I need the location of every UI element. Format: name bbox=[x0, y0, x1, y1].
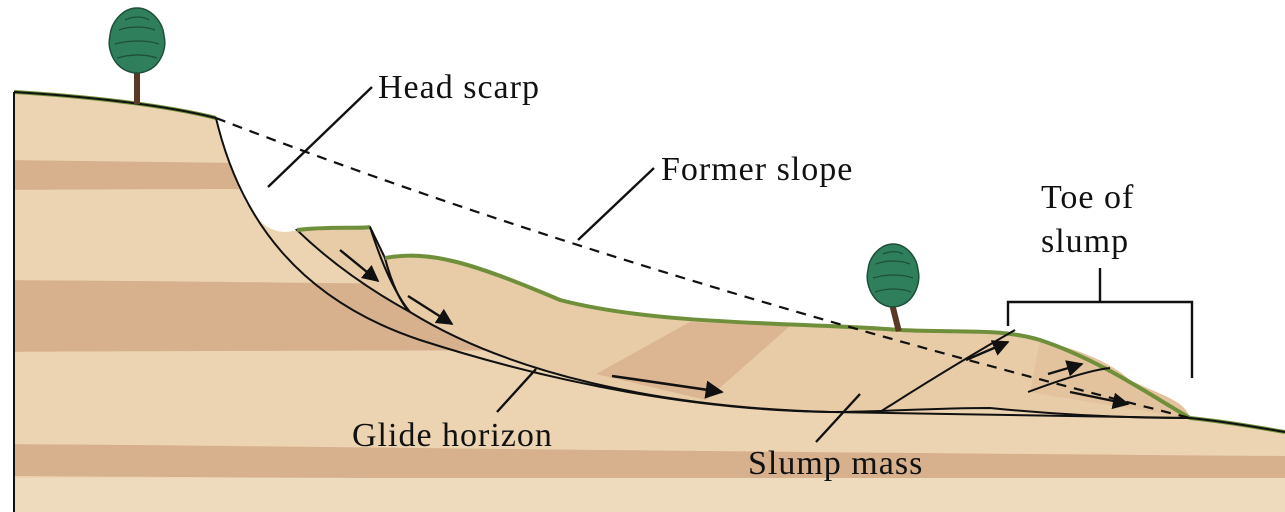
rock-strata bbox=[0, 80, 1285, 512]
glide-horizon-label: Glide horizon bbox=[352, 417, 553, 454]
slump-mass-label: Slump mass bbox=[748, 445, 923, 482]
tree-icon bbox=[109, 8, 165, 104]
head-scarp-leader bbox=[268, 87, 372, 187]
tree-icon bbox=[867, 244, 919, 332]
toe-of-slump-label-line2: slump bbox=[1041, 223, 1129, 260]
former-slope-label: Former slope bbox=[661, 151, 853, 188]
stratum-light-base bbox=[0, 478, 1285, 512]
toe-of-slump-label-line1: Toe of bbox=[1041, 179, 1134, 216]
head-scarp-label: Head scarp bbox=[378, 69, 540, 106]
former-slope-leader bbox=[578, 168, 654, 240]
